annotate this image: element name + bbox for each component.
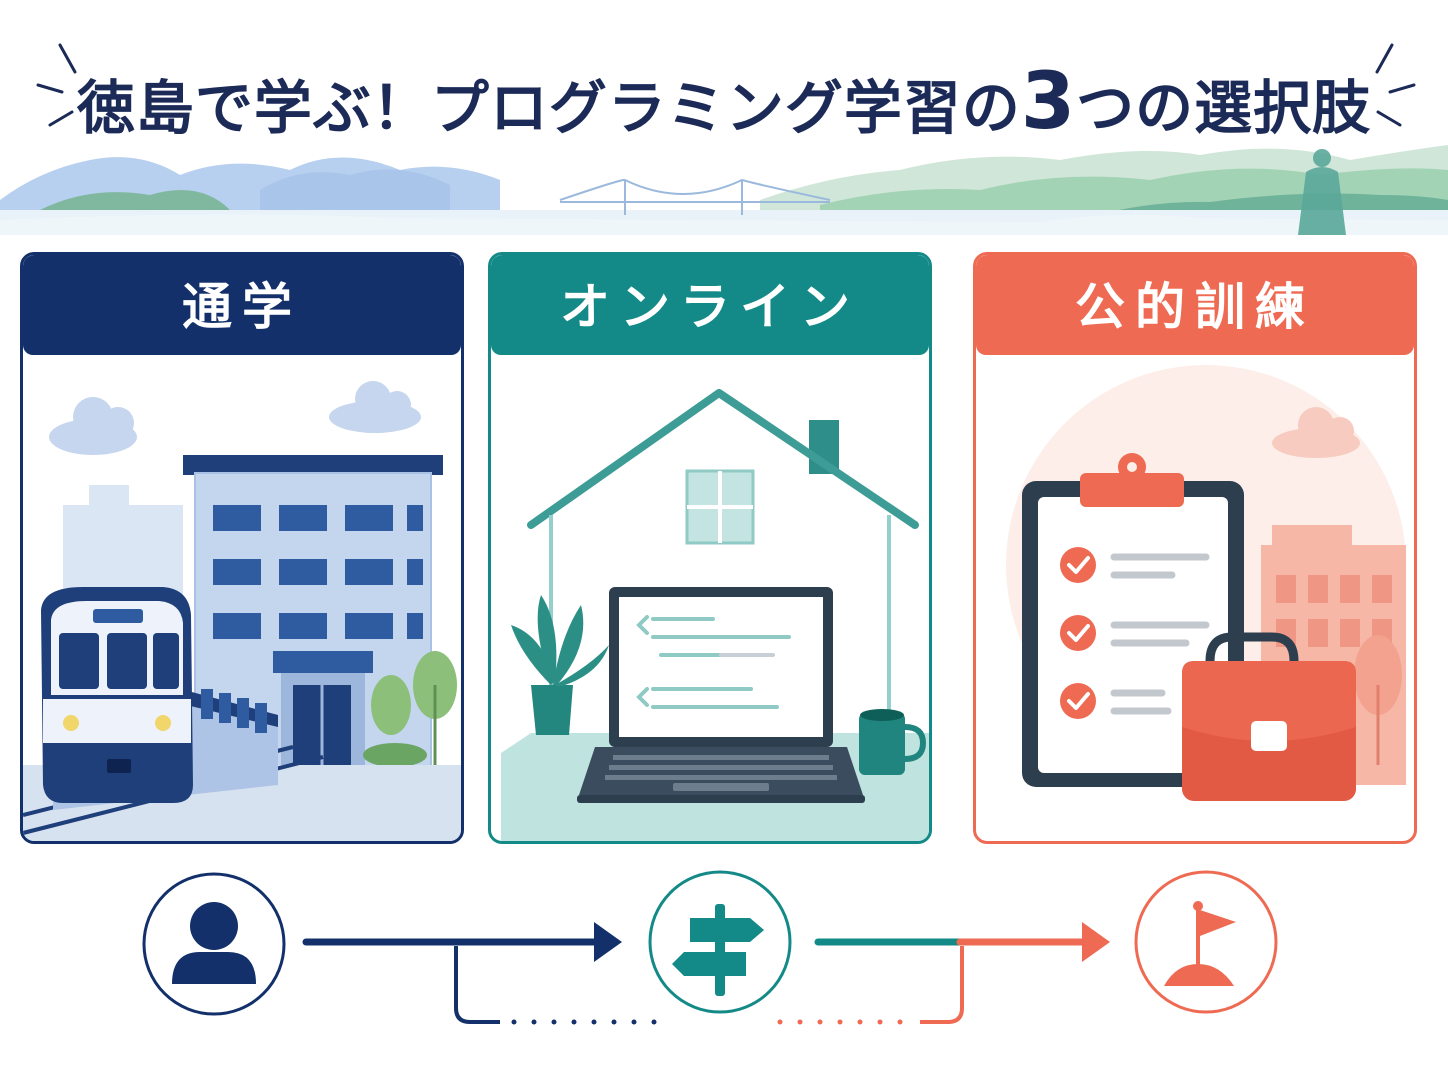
page-title: 徳島で学ぶ！プログラミング学習の3つの選択肢: [0, 52, 1448, 152]
title-decoration: [36, 43, 1416, 127]
option-title-public-training: 公的訓練: [976, 255, 1414, 355]
school-train-illustration: [23, 381, 461, 841]
title-part1: 徳島で学ぶ！プログラミング学習の: [76, 74, 1021, 142]
option-card-online: オンライン: [488, 252, 932, 844]
option-title-online: オンライン: [491, 255, 929, 355]
title-number: 3: [1020, 57, 1077, 147]
title-part2: つの選択肢: [1076, 74, 1372, 142]
checklist-briefcase-illustration: [1006, 365, 1406, 801]
goal-flag-icon: [1134, 870, 1278, 1014]
option-card-commute: 通学: [20, 252, 464, 844]
flow-diagram: [142, 870, 1278, 1025]
option-title-commute: 通学: [23, 255, 461, 355]
option-card-public-training: 公的訓練: [973, 252, 1417, 844]
signpost-icon: [648, 870, 792, 1014]
home-laptop-illustration: [501, 389, 929, 841]
person-icon: [142, 872, 286, 1016]
landscape-banner: [0, 145, 1448, 235]
